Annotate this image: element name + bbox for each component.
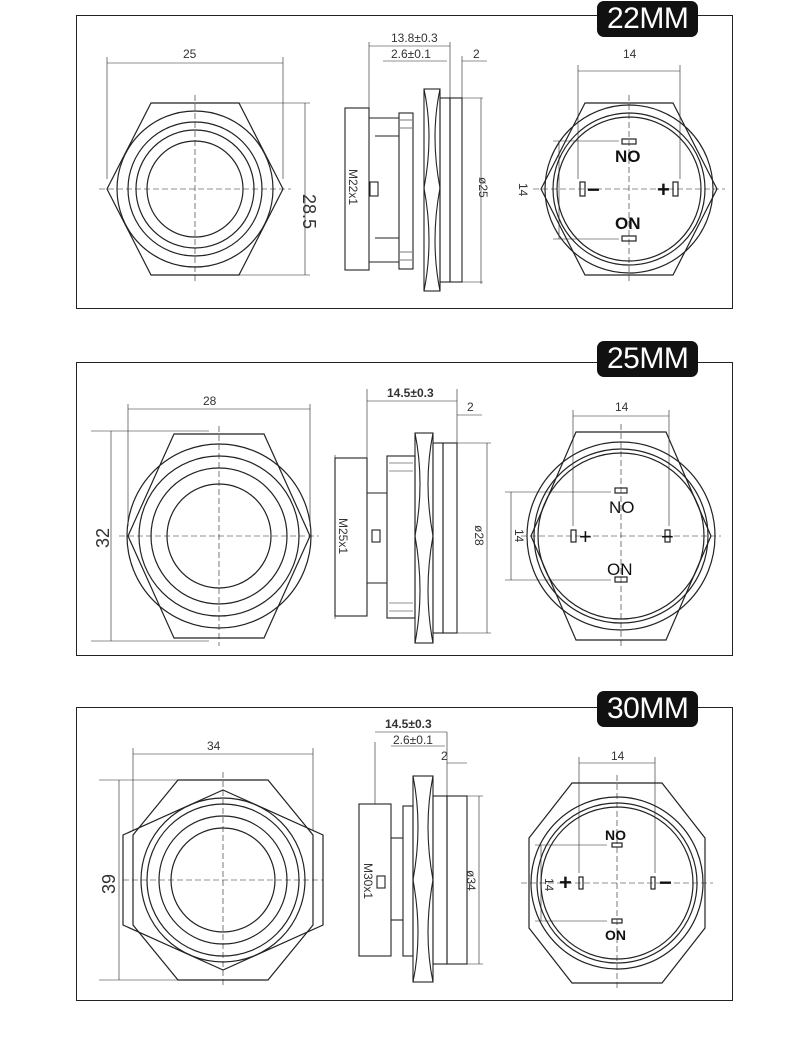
diameter-label: ø34	[464, 870, 478, 891]
minus-symbol: −	[661, 524, 674, 549]
side-total-label: 13.8±0.3	[391, 31, 438, 45]
diameter-label: ø28	[472, 525, 486, 546]
side-thread-len-label: 2.6±0.1	[391, 47, 431, 61]
minus-symbol: −	[587, 177, 600, 202]
pin-spacing-v-label: 14	[542, 878, 556, 892]
front-view	[99, 748, 324, 988]
plus-symbol: +	[657, 177, 670, 202]
label-on: ON	[607, 560, 633, 579]
drawing-25mm: 28 32 14.5±0.3 2 M2	[91, 386, 721, 648]
label-no: NO	[605, 827, 626, 843]
side-nut-label: 2	[473, 47, 480, 61]
front-view	[91, 404, 319, 646]
side-view	[344, 42, 487, 292]
thread-label: M25x1	[336, 518, 350, 554]
front-width-label: 25	[183, 47, 197, 61]
front-height-label: 39	[99, 874, 119, 894]
drawing-panel-30mm: 34 39 14.5±0.3 2.6±0.1 2 M30x1 ø	[76, 691, 733, 1001]
size-badge: 25MM	[597, 341, 699, 377]
label-on: ON	[615, 214, 641, 233]
side-thread-len-label: 2.6±0.1	[393, 733, 433, 747]
label-no: NO	[615, 147, 641, 166]
label-on: ON	[605, 927, 626, 943]
drawing-30mm: 34 39 14.5±0.3 2.6±0.1 2 M30x1 ø	[99, 717, 713, 991]
drawing-22mm: 25 28.5	[99, 31, 725, 292]
size-badge: 30MM	[597, 691, 699, 727]
drawing-panel-25mm: 28 32 14.5±0.3 2 M2	[76, 341, 733, 656]
pin-spacing-h-label: 14	[623, 47, 637, 61]
side-total-label: 14.5±0.3	[385, 717, 432, 731]
back-view	[533, 65, 725, 283]
side-total-label: 14.5±0.3	[387, 386, 434, 400]
back-view	[521, 757, 713, 991]
label-no: NO	[609, 498, 635, 517]
front-height-label: 32	[93, 528, 113, 548]
front-width-label: 28	[203, 394, 217, 408]
plus-symbol: +	[559, 870, 572, 895]
pin-spacing-v-label: 14	[516, 183, 530, 197]
thread-label: M22x1	[346, 169, 360, 205]
thread-label: M30x1	[361, 863, 375, 899]
front-width-label: 34	[207, 739, 221, 753]
diameter-label: ø25	[476, 177, 490, 198]
size-badge: 22MM	[597, 1, 699, 37]
minus-symbol: −	[659, 870, 672, 895]
pin-spacing-h-label: 14	[615, 400, 629, 414]
plus-symbol: +	[579, 524, 592, 549]
side-nut-label: 2	[441, 749, 448, 763]
front-height-label: 28.5	[299, 194, 319, 229]
front-view	[99, 57, 310, 283]
pin-spacing-h-label: 14	[611, 749, 625, 763]
pin-spacing-v-label: 14	[512, 529, 526, 543]
side-view	[358, 731, 483, 983]
side-nut-label: 2	[467, 400, 474, 414]
side-view	[334, 389, 491, 644]
back-view	[505, 410, 721, 648]
drawing-panel-22mm: 25 28.5	[76, 1, 733, 309]
